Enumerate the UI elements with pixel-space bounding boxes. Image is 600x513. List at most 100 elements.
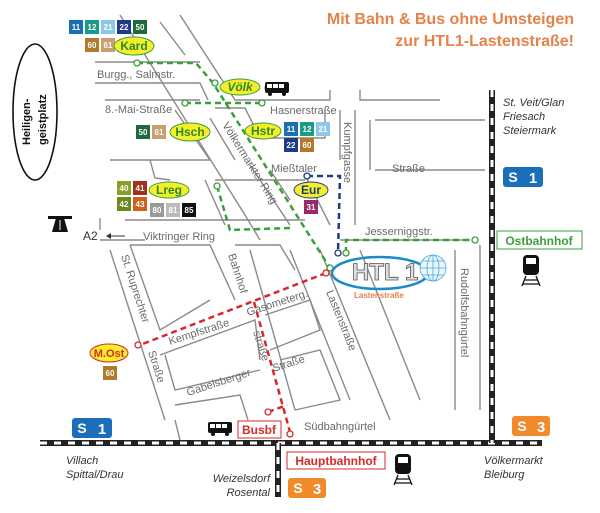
svg-text:Eur: Eur <box>301 183 321 197</box>
svg-text:S: S <box>77 420 86 436</box>
a2-label: A2 <box>83 229 98 243</box>
line-badge-42 <box>117 197 131 211</box>
line-number: 42 <box>120 200 129 209</box>
line-number: 22 <box>287 141 296 150</box>
line-number: 41 <box>136 184 145 193</box>
line-number: 43 <box>136 200 145 209</box>
line-badge-81 <box>166 203 180 217</box>
line-badge-22 <box>284 138 298 152</box>
title-line2: zur HTL1-Lastenstraße! <box>395 33 574 50</box>
line-badge-43 <box>133 197 147 211</box>
line-number: 85 <box>185 206 194 215</box>
routes <box>137 61 475 433</box>
line-number: 80 <box>153 206 162 215</box>
line-badge-22 <box>117 20 131 34</box>
street-suedbahnguertel: Südbahngürtel <box>304 421 376 433</box>
street-jesserniggstr: Jesserniggstr. <box>365 226 433 238</box>
line-number: 50 <box>136 23 145 32</box>
street-burgg: Burgg., Salmstr. <box>97 69 175 81</box>
line-badge-41 <box>133 181 147 195</box>
train-icon-hauptbahnhof <box>393 454 413 486</box>
stop-voelk[interactable]: Völk <box>219 78 261 96</box>
line-badge-60 <box>103 366 117 380</box>
line-number: 11 <box>287 125 296 134</box>
svg-text:Kard: Kard <box>120 39 147 53</box>
line-badge-12 <box>85 20 99 34</box>
line-badge-60 <box>85 38 99 52</box>
stop-lreg[interactable]: Lreg <box>148 181 190 199</box>
line-badge-80 <box>150 203 164 217</box>
line-number: 12 <box>88 23 97 32</box>
heiligengeistplatz-oval <box>12 43 58 181</box>
hauptbahnhof-label[interactable]: Hauptbahnhof <box>286 451 386 470</box>
line-number: 11 <box>72 23 81 32</box>
street-hasner: Hasnerstraße <box>270 105 337 117</box>
line-number: 81 <box>169 206 178 215</box>
street-strasse1: Straße <box>392 163 425 175</box>
svg-text:Hstr: Hstr <box>251 124 275 138</box>
stop-most[interactable]: M.Ost <box>89 343 129 363</box>
bus-icon <box>265 82 289 96</box>
line-badge-61 <box>152 125 166 139</box>
line-number: 60 <box>303 141 312 150</box>
htl1-logo[interactable]: HTL 1 Lastenstraße <box>330 254 447 300</box>
line-number: 40 <box>120 184 129 193</box>
dest-voelkermarkt-2: Bleiburg <box>484 469 525 481</box>
dest-voelkermarkt-1: Völkermarkt <box>484 455 544 467</box>
svg-text:S: S <box>508 169 517 185</box>
dest-weizelsdorf-1: Weizelsdorf <box>213 473 271 485</box>
line-badge-31 <box>304 200 318 214</box>
stop-kard[interactable]: Kard <box>113 36 155 56</box>
line-badge-50 <box>133 20 147 34</box>
stop-hsch[interactable]: Hsch <box>169 122 211 142</box>
line-badge-21 <box>101 20 115 34</box>
dest-villach-1: Villach <box>66 455 98 467</box>
svg-text:Ostbahnhof: Ostbahnhof <box>505 234 573 248</box>
railway <box>40 90 542 497</box>
svg-text:Hauptbahnhof: Hauptbahnhof <box>295 454 377 468</box>
line-badge-12 <box>300 122 314 136</box>
school-sub: Lastenstraße <box>354 291 404 300</box>
stop-eur[interactable]: Eur <box>293 181 329 199</box>
line-number: 12 <box>303 125 312 134</box>
busbf-label[interactable]: Busbf <box>237 420 282 439</box>
red-route-south <box>252 301 292 433</box>
street-bahnhof: Bahnhof <box>225 252 249 296</box>
line-badge-85 <box>182 203 196 217</box>
svg-text:3: 3 <box>313 481 321 498</box>
stop-hstr[interactable]: Hstr <box>244 122 282 140</box>
street-rudolfsbahnguertel: Rudolfsbahngürtel <box>458 268 470 357</box>
line-number: 21 <box>104 23 113 32</box>
street-miesstaler: Mießtaler <box>271 163 317 175</box>
svg-text:3: 3 <box>537 419 545 436</box>
line-number: 22 <box>120 23 129 32</box>
line-number: 61 <box>104 41 113 50</box>
ostbahnhof-label[interactable]: Ostbahnhof <box>496 230 583 250</box>
svg-text:Lreg: Lreg <box>156 183 182 197</box>
line-number: 60 <box>106 369 115 378</box>
svg-text:M.Ost: M.Ost <box>94 348 125 360</box>
street-gabelsberger: Gabelsberger <box>185 367 252 399</box>
title-line1: Mit Bahn & Bus ohne Umsteigen <box>327 11 574 28</box>
line-badge-50 <box>136 125 150 139</box>
street-strasse4: Straße <box>271 353 306 375</box>
street-8mai: 8.-Mai-Straße <box>105 104 172 116</box>
street-viktringer-ring: Viktringer Ring <box>143 231 215 243</box>
globe-icon <box>419 254 447 282</box>
line-badge-11 <box>69 20 83 34</box>
line-number: 50 <box>139 128 148 137</box>
line-number: 61 <box>155 128 164 137</box>
street-kumpfgasse: Kumpfgasse <box>341 122 353 183</box>
bus-icon-busbf <box>208 422 232 436</box>
dest-st-veit-1: St. Veit/Glan <box>503 97 564 109</box>
street-strasse3: straße <box>250 329 271 362</box>
line-number: 60 <box>88 41 97 50</box>
line-number: 31 <box>307 203 316 212</box>
svg-text:Hsch: Hsch <box>175 125 204 139</box>
svg-text:S: S <box>293 480 302 496</box>
line-badge-21 <box>316 122 330 136</box>
